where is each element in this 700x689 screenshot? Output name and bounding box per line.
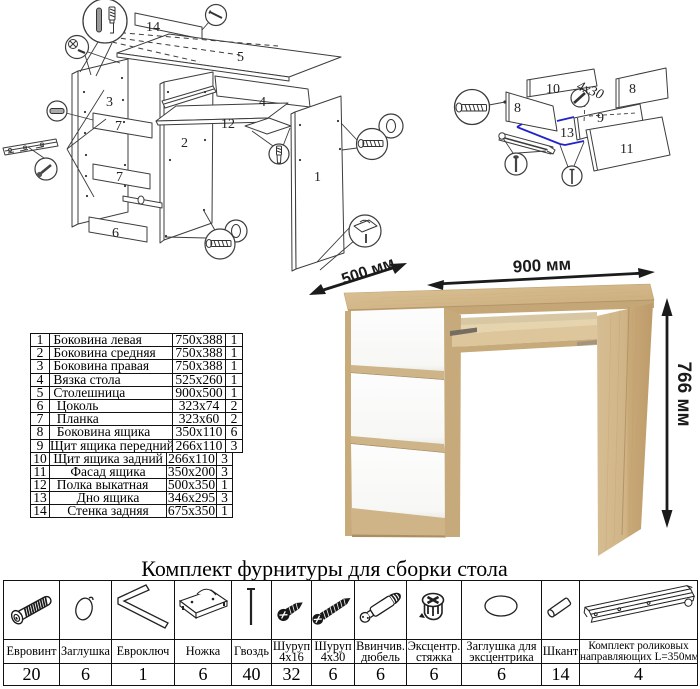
svg-text:7: 7 [116, 170, 123, 185]
svg-text:2: 2 [181, 136, 188, 151]
svg-text:13: 13 [560, 126, 574, 141]
svg-text:9: 9 [597, 111, 604, 126]
svg-text:3: 3 [106, 95, 113, 110]
svg-text:8: 8 [514, 101, 521, 116]
svg-text:11: 11 [620, 142, 633, 157]
svg-text:14: 14 [146, 20, 160, 35]
svg-text:6: 6 [112, 226, 119, 241]
svg-text:8: 8 [629, 82, 636, 97]
svg-text:10: 10 [546, 82, 560, 97]
svg-text:1: 1 [314, 170, 321, 185]
svg-text:5: 5 [237, 50, 244, 65]
svg-text:900 мм: 900 мм [512, 254, 571, 276]
svg-text:500 мм: 500 мм [339, 255, 396, 289]
svg-text:766 мм: 766 мм [673, 361, 694, 426]
svg-text:4: 4 [259, 95, 266, 110]
svg-text:7: 7 [115, 119, 122, 134]
svg-text:12: 12 [221, 117, 235, 132]
